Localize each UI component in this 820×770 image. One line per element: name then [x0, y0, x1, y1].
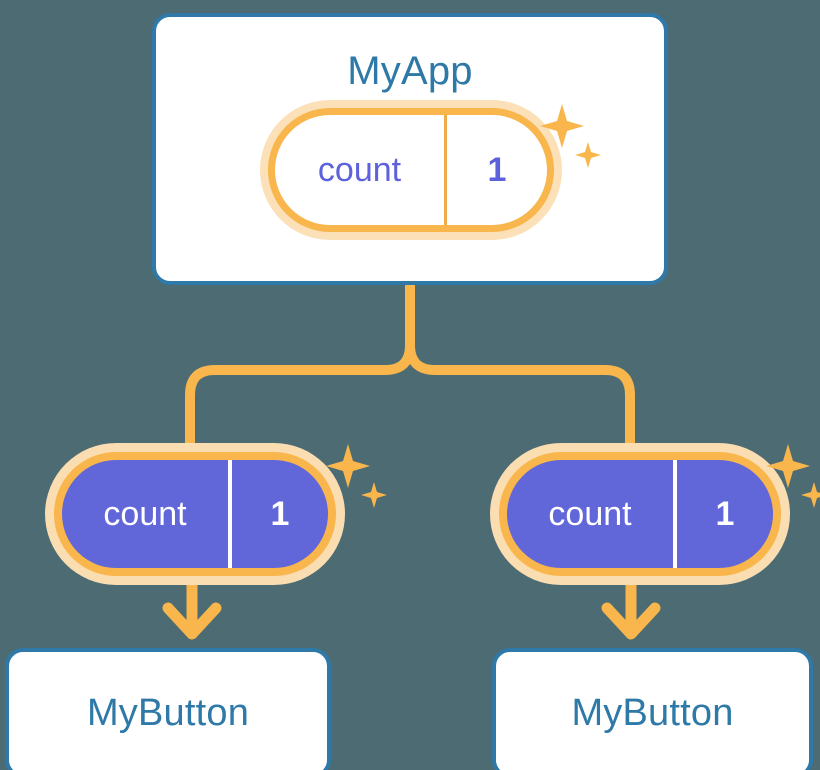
pill-body: count 1 [499, 452, 781, 576]
state-pill-child-left[interactable]: count 1 [45, 443, 345, 585]
pill-body: count 1 [54, 452, 336, 576]
state-value-label: 1 [270, 494, 290, 533]
state-key-label: count [62, 460, 232, 568]
pill-body: count 1 [268, 108, 554, 232]
state-pill-myapp[interactable]: count 1 [260, 100, 562, 240]
connector-root-to-right-pill [405, 280, 635, 525]
state-key-label: count [507, 460, 677, 568]
component-card-mybutton-left[interactable]: MyButton [5, 648, 331, 770]
component-title: MyButton [571, 691, 734, 734]
arrow-down-icon-right [601, 602, 661, 640]
component-card-mybutton-right[interactable]: MyButton [492, 648, 813, 770]
state-value-label: 1 [487, 150, 507, 189]
state-value-label: 1 [715, 494, 735, 533]
page-title: MyApp [347, 49, 473, 93]
arrow-down-icon-left [162, 602, 222, 640]
state-pill-child-right[interactable]: count 1 [490, 443, 790, 585]
component-title: MyButton [86, 691, 250, 734]
state-key-label: count [275, 115, 447, 225]
